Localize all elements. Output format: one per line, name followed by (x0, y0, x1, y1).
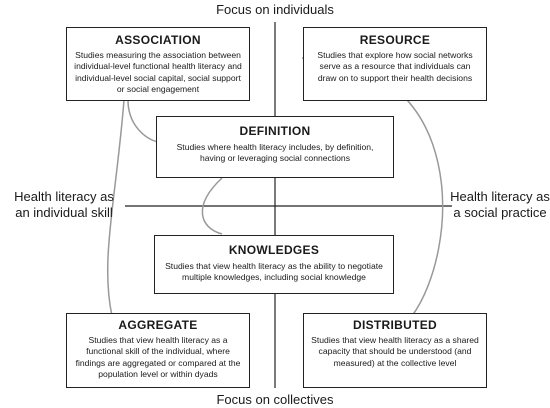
distributed-box: DISTRIBUTED Studies that view health lit… (303, 313, 487, 388)
knowledges-text: Studies that view health literacy as the… (165, 261, 383, 283)
connector-association-aggregate (106, 99, 125, 317)
knowledges-title: KNOWLEDGES (228, 243, 320, 257)
association-box: ASSOCIATION Studies measuring the associ… (66, 27, 250, 101)
knowledges-box: KNOWLEDGES Studies that view health lite… (154, 235, 394, 294)
aggregate-box: AGGREGATE Studies that view health liter… (66, 313, 250, 388)
axis-label-right-line1: Health literacy as (450, 189, 550, 204)
axis-label-left-line2: an individual skill (15, 205, 113, 220)
definition-text: Studies where health literacy includes, … (176, 142, 374, 164)
definition-title: DEFINITION (239, 124, 311, 138)
axis-label-right-line2: a social practice (453, 205, 546, 220)
axis-label-bottom: Focus on collectives (216, 392, 334, 407)
association-title: ASSOCIATION (115, 33, 201, 47)
distributed-text: Studies that view health literacy as a s… (311, 335, 479, 368)
aggregate-title: AGGREGATE (118, 318, 198, 332)
resource-title: RESOURCE (359, 33, 431, 47)
distributed-title: DISTRIBUTED (353, 318, 437, 332)
resource-text: Studies that explore how social networks… (317, 50, 473, 83)
axis-label-left-line1: Health literacy as (14, 189, 114, 204)
aggregate-text: Studies that view health literacy as a f… (75, 335, 241, 380)
resource-box: RESOURCE Studies that explore how social… (303, 27, 487, 101)
association-text: Studies measuring the association betwee… (74, 50, 242, 95)
definition-box: DEFINITION Studies where health literacy… (156, 116, 394, 178)
axis-label-top: Focus on individuals (216, 2, 334, 17)
connector-definition-knowledges (201, 177, 223, 235)
